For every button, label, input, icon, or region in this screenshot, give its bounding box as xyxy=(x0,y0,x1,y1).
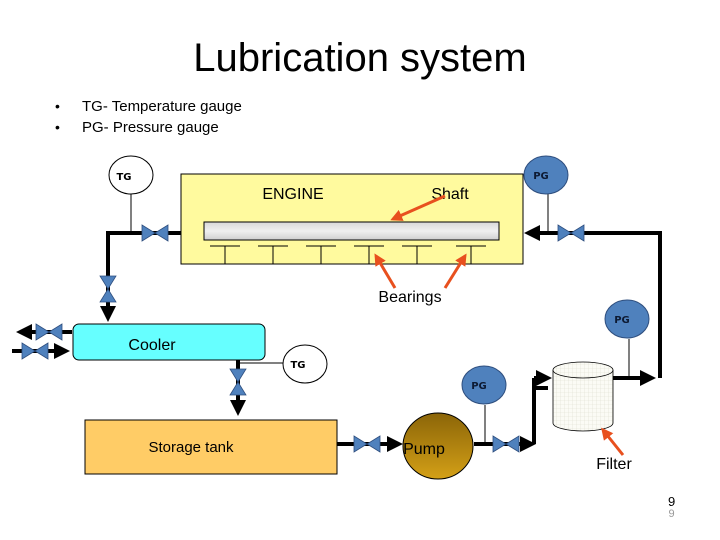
filter-label: Filter xyxy=(596,456,632,473)
valve-icon xyxy=(141,224,169,242)
pump-label: Pump xyxy=(403,441,445,458)
bullet: • xyxy=(55,98,60,114)
gauge-label: PG xyxy=(533,171,549,182)
legend-text: TG- Temperature gauge xyxy=(82,98,242,115)
legend-item-tg: • TG- Temperature gauge xyxy=(55,96,242,117)
filter: Filter xyxy=(552,361,632,473)
shaft xyxy=(203,221,500,241)
cooler-label: Cooler xyxy=(128,337,176,354)
slide-number: 9 9 xyxy=(668,494,676,520)
temperature-gauge-icon xyxy=(282,344,328,384)
gauge-tg-cooler: TG xyxy=(238,344,328,384)
bullet: • xyxy=(55,119,60,135)
temperature-gauge-icon xyxy=(108,155,154,195)
bearings-label: Bearings xyxy=(378,289,441,306)
valve-icon xyxy=(35,323,63,341)
pressure-gauge-icon xyxy=(461,365,507,405)
engine-label: ENGINE xyxy=(262,186,323,203)
gauge-label: PG xyxy=(471,381,487,392)
engine: ENGINE Shaft xyxy=(180,173,524,265)
storage-tank: Storage tank xyxy=(84,419,338,475)
slide-number-sub: 9 xyxy=(668,508,675,520)
valve-icon xyxy=(492,435,520,453)
gauge-label: PG xyxy=(614,315,630,326)
pipe-to-filter xyxy=(532,386,548,444)
gauge-label: TG xyxy=(116,172,131,183)
bearing xyxy=(210,245,240,264)
valve-icon xyxy=(21,342,49,360)
slide-number-main: 9 xyxy=(668,494,676,509)
legend-item-pg: • PG- Pressure gauge xyxy=(55,117,242,138)
slide-title: Lubrication system xyxy=(193,36,527,80)
legend-text: PG- Pressure gauge xyxy=(82,119,219,136)
gauge-pg-engine: PG xyxy=(523,155,569,233)
storage-tank-label: Storage tank xyxy=(148,439,234,456)
bearing xyxy=(306,245,336,264)
bearing-pointer-arrow xyxy=(443,253,467,289)
bearing xyxy=(402,245,432,264)
filter-top xyxy=(552,361,614,379)
pipe-engine-to-cooler xyxy=(100,231,181,322)
bearing-pointer-arrow xyxy=(374,253,397,289)
valve-icon xyxy=(229,368,247,396)
bearings xyxy=(210,245,486,264)
valve-icon xyxy=(557,224,585,242)
engine-box xyxy=(180,173,524,265)
shaft-pointer-arrow xyxy=(390,194,446,221)
valve-icon xyxy=(99,275,117,303)
gauge-pg-pump: PG xyxy=(461,365,507,444)
valves xyxy=(21,224,585,453)
filter-body xyxy=(552,370,614,432)
gauge-tg-engine: TG xyxy=(108,155,154,233)
gauge-pg-filter: PG xyxy=(604,299,650,378)
bearing xyxy=(456,245,486,264)
storage-tank-box xyxy=(84,419,338,475)
bearing xyxy=(258,245,288,264)
gauge-label: TG xyxy=(290,360,305,371)
filter-pointer-arrow xyxy=(601,427,625,456)
pressure-gauge-icon xyxy=(604,299,650,339)
valve-icon xyxy=(353,435,381,453)
cooler-box xyxy=(72,323,266,361)
pump: Pump xyxy=(402,412,474,480)
legend: • TG- Temperature gauge • PG- Pressure g… xyxy=(55,96,242,138)
bearing xyxy=(354,245,384,264)
cooler: Cooler xyxy=(72,323,266,361)
pressure-gauge-icon xyxy=(523,155,569,195)
pump-body xyxy=(402,412,474,480)
